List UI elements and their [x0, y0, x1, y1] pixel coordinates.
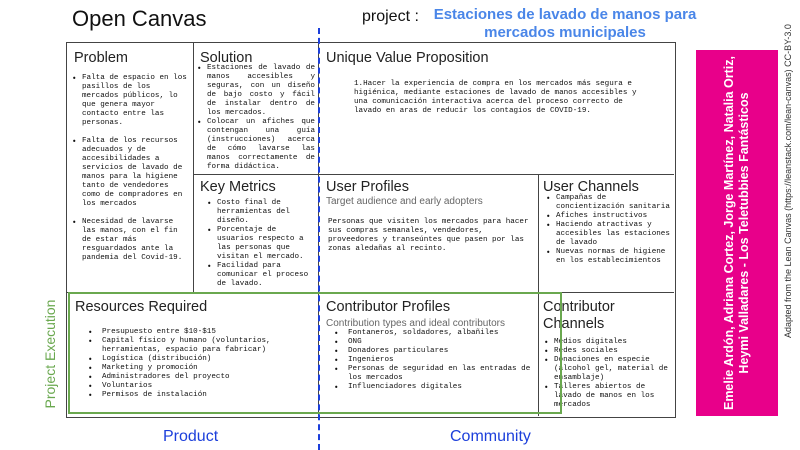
user-channels-list: Campañas de concientización sanitaria Af…	[546, 194, 670, 266]
divider	[193, 174, 674, 175]
problem-item: Falta de los recursos adecuados y de acc…	[72, 137, 188, 209]
divider	[193, 42, 194, 292]
user-channels-item: Nuevas normas de higiene en los establec…	[546, 248, 670, 266]
solution-list: Estaciones de lavado de manos accesibles…	[197, 64, 315, 172]
contributor-profiles-list: Fontaneros, soldadores, albañiles ONG Do…	[326, 329, 532, 392]
project-execution-label: Project Execution	[42, 299, 58, 409]
key-metrics-list: Costo final de herramientas del diseño. …	[207, 199, 313, 289]
resources-item: Voluntarios	[76, 382, 314, 391]
contributor-profiles-item: Ingenieros	[326, 356, 532, 365]
user-profiles-box: User Profiles Target audience and early …	[318, 174, 538, 292]
user-channels-box: User Channels Campañas de concientizació…	[538, 174, 674, 292]
resources-item: Presupuesto entre $10-$15	[76, 328, 314, 337]
uvp-box: Unique Value Proposition 1.Hacer la expe…	[318, 42, 674, 174]
contributor-profiles-title: Contributor Profiles	[326, 299, 451, 315]
uvp-text: 1.Hacer la experiencia de compra en los …	[354, 80, 637, 115]
contributor-profiles-item: Donadores particulares	[326, 347, 532, 356]
key-metrics-item: Facilidad para comunicar el proceso de l…	[207, 262, 313, 289]
key-metrics-title: Key Metrics	[200, 179, 276, 195]
project-execution-box	[68, 292, 562, 414]
problem-title: Problem	[74, 50, 128, 66]
key-metrics-item: Porcentaje de usuarios respecto a las pe…	[207, 226, 313, 262]
resources-item: Administradores del proyecto	[76, 373, 314, 382]
contributor-profiles-box: Contributor Profiles Contribution types …	[318, 292, 538, 416]
team-panel	[696, 50, 778, 416]
resources-box: Resources Required Presupuesto entre $10…	[66, 292, 318, 416]
canvas-title: Open Canvas	[72, 6, 207, 31]
user-channels-item: Haciendo atractivas y accesibles las est…	[546, 221, 670, 248]
contributor-profiles-item: ONG	[326, 338, 532, 347]
contributor-profiles-subtitle: Contribution types and ideal contributor…	[326, 318, 505, 329]
user-channels-item: Campañas de concientización sanitaria	[546, 194, 670, 212]
canvas-grid	[66, 42, 676, 418]
contributor-profiles-item: Fontaneros, soldadores, albañiles	[326, 329, 532, 338]
resources-item: Logística (distribución)	[76, 355, 314, 364]
contributor-channels-item: Redes sociales	[544, 347, 670, 356]
contributor-channels-item: Medios digitales	[544, 338, 670, 347]
contributor-channels-list: Medios digitales Redes sociales Donacion…	[544, 338, 670, 410]
problem-list: Falta de espacio en los pasillos de los …	[72, 74, 188, 272]
resources-item: Capital físico y humano (voluntarios, he…	[76, 337, 314, 355]
product-community-divider	[318, 28, 320, 450]
product-label: Product	[163, 428, 219, 445]
resources-title: Resources Required	[75, 299, 208, 315]
solution-item: Colocar un afiches que contengan una guí…	[197, 118, 315, 172]
resources-list: Presupuesto entre $10-$15 Capital físico…	[76, 328, 314, 400]
key-metrics-item: Costo final de herramientas del diseño.	[207, 199, 313, 226]
user-channels-title: User Channels	[543, 179, 639, 195]
contributor-channels-item: Donaciones en especie (alcohol gel, mate…	[544, 356, 670, 383]
team-names: Emelie Ardón, Adriana Cortez, Jorge Mart…	[722, 56, 751, 411]
project-label: project :	[362, 8, 419, 25]
solution-title: Solution	[200, 50, 253, 66]
user-profiles-subtitle: Target audience and early adopters	[326, 196, 483, 207]
problem-item: Falta de espacio en los pasillos de los …	[72, 74, 188, 128]
resources-item: Permisos de instalación	[76, 391, 314, 400]
community-label: Community	[450, 428, 531, 445]
contributor-channels-item: Talleres abiertos de lavado de manos en …	[544, 383, 670, 410]
solution-box: Solution Estaciones de lavado de manos a…	[193, 42, 318, 174]
user-profiles-title: User Profiles	[326, 179, 409, 195]
solution-item: Estaciones de lavado de manos accesibles…	[197, 64, 315, 118]
contributor-channels-box: Contributor Channels Medios digitales Re…	[538, 292, 674, 416]
user-channels-item: Afiches instructivos	[546, 212, 670, 221]
problem-box: Problem Falta de espacio en los pasillos…	[66, 42, 193, 292]
key-metrics-box: Key Metrics Costo final de herramientas …	[193, 174, 318, 292]
problem-item: Necesidad de lavarse las manos, con el f…	[72, 218, 188, 263]
resources-item: Marketing y promoción	[76, 364, 314, 373]
uvp-title: Unique Value Proposition	[326, 50, 489, 66]
user-profiles-text: Personas que visiten los mercados para h…	[328, 218, 529, 253]
divider	[538, 174, 539, 416]
project-name: Estaciones de lavado de manos para merca…	[433, 6, 697, 41]
lean-canvas-credit: Adapted from the Lean Canvas (https://le…	[783, 24, 793, 338]
contributor-profiles-item: Personas de seguridad en las entradas de…	[326, 365, 532, 383]
contributor-profiles-item: Influenciadores digitales	[326, 383, 532, 392]
